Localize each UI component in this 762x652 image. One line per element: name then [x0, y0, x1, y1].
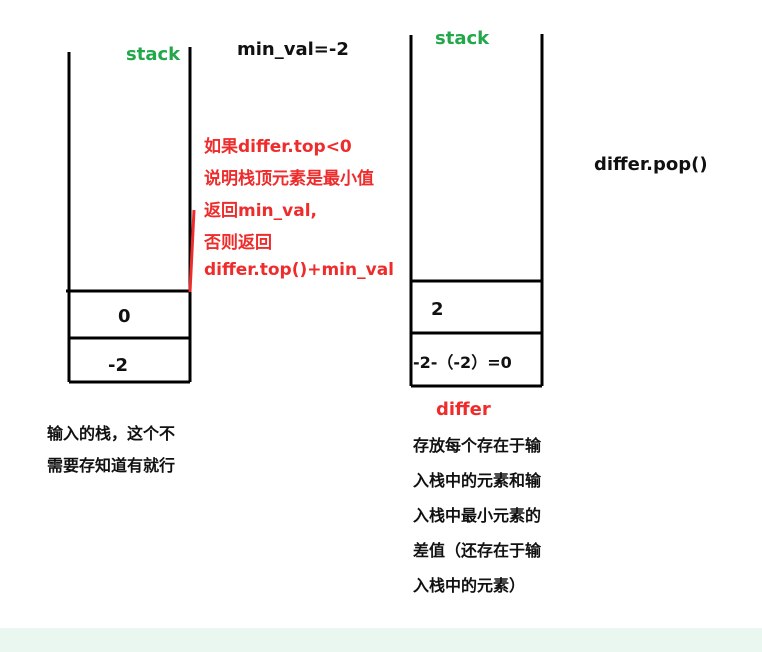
- right-stack-cell-top: 2: [431, 299, 444, 320]
- caption-line: 入栈中最小元素的: [413, 506, 542, 525]
- explanation-bracket: [188, 209, 196, 293]
- left-stack-cell-top: 0: [118, 306, 131, 327]
- explanation-line: 否则返回: [204, 233, 272, 253]
- caption-line: 入栈中的元素和输: [413, 471, 542, 490]
- caption-line: 入栈中的元素）: [413, 576, 526, 595]
- explanation-line: 如果differ.top<0: [204, 137, 352, 157]
- right-stack-title: stack: [435, 28, 490, 49]
- caption-line: 存放每个存在于输: [413, 436, 542, 455]
- right-stack-cell-bottom: -2-（-2）=0: [413, 353, 512, 372]
- explanation-line: differ.top()+min_val: [204, 260, 394, 280]
- explanation-text: 如果differ.top<0 说明栈顶元素是最小值 返回min_val, 否则返…: [204, 132, 394, 292]
- left-stack-title: stack: [126, 44, 181, 65]
- explanation-line: 返回min_val,: [204, 201, 317, 221]
- pop-label: differ.pop(): [594, 154, 708, 175]
- explanation-line: 说明栈顶元素是最小值: [204, 169, 374, 189]
- caption-line: 差值（还存在于输: [413, 541, 542, 560]
- left-stack-cell-bottom: -2: [108, 355, 128, 376]
- left-caption: 输入的栈，这个不 需要存知道有就行: [47, 418, 175, 482]
- right-caption: 存放每个存在于输 入栈中的元素和输 入栈中最小元素的 差值（还存在于输 入栈中的…: [413, 428, 541, 603]
- min-val-label: min_val=-2: [237, 39, 349, 60]
- caption-line: 输入的栈，这个不: [47, 424, 176, 443]
- caption-line: 需要存知道有就行: [47, 456, 176, 475]
- differ-label: differ: [436, 399, 491, 420]
- footer-band: [0, 628, 762, 652]
